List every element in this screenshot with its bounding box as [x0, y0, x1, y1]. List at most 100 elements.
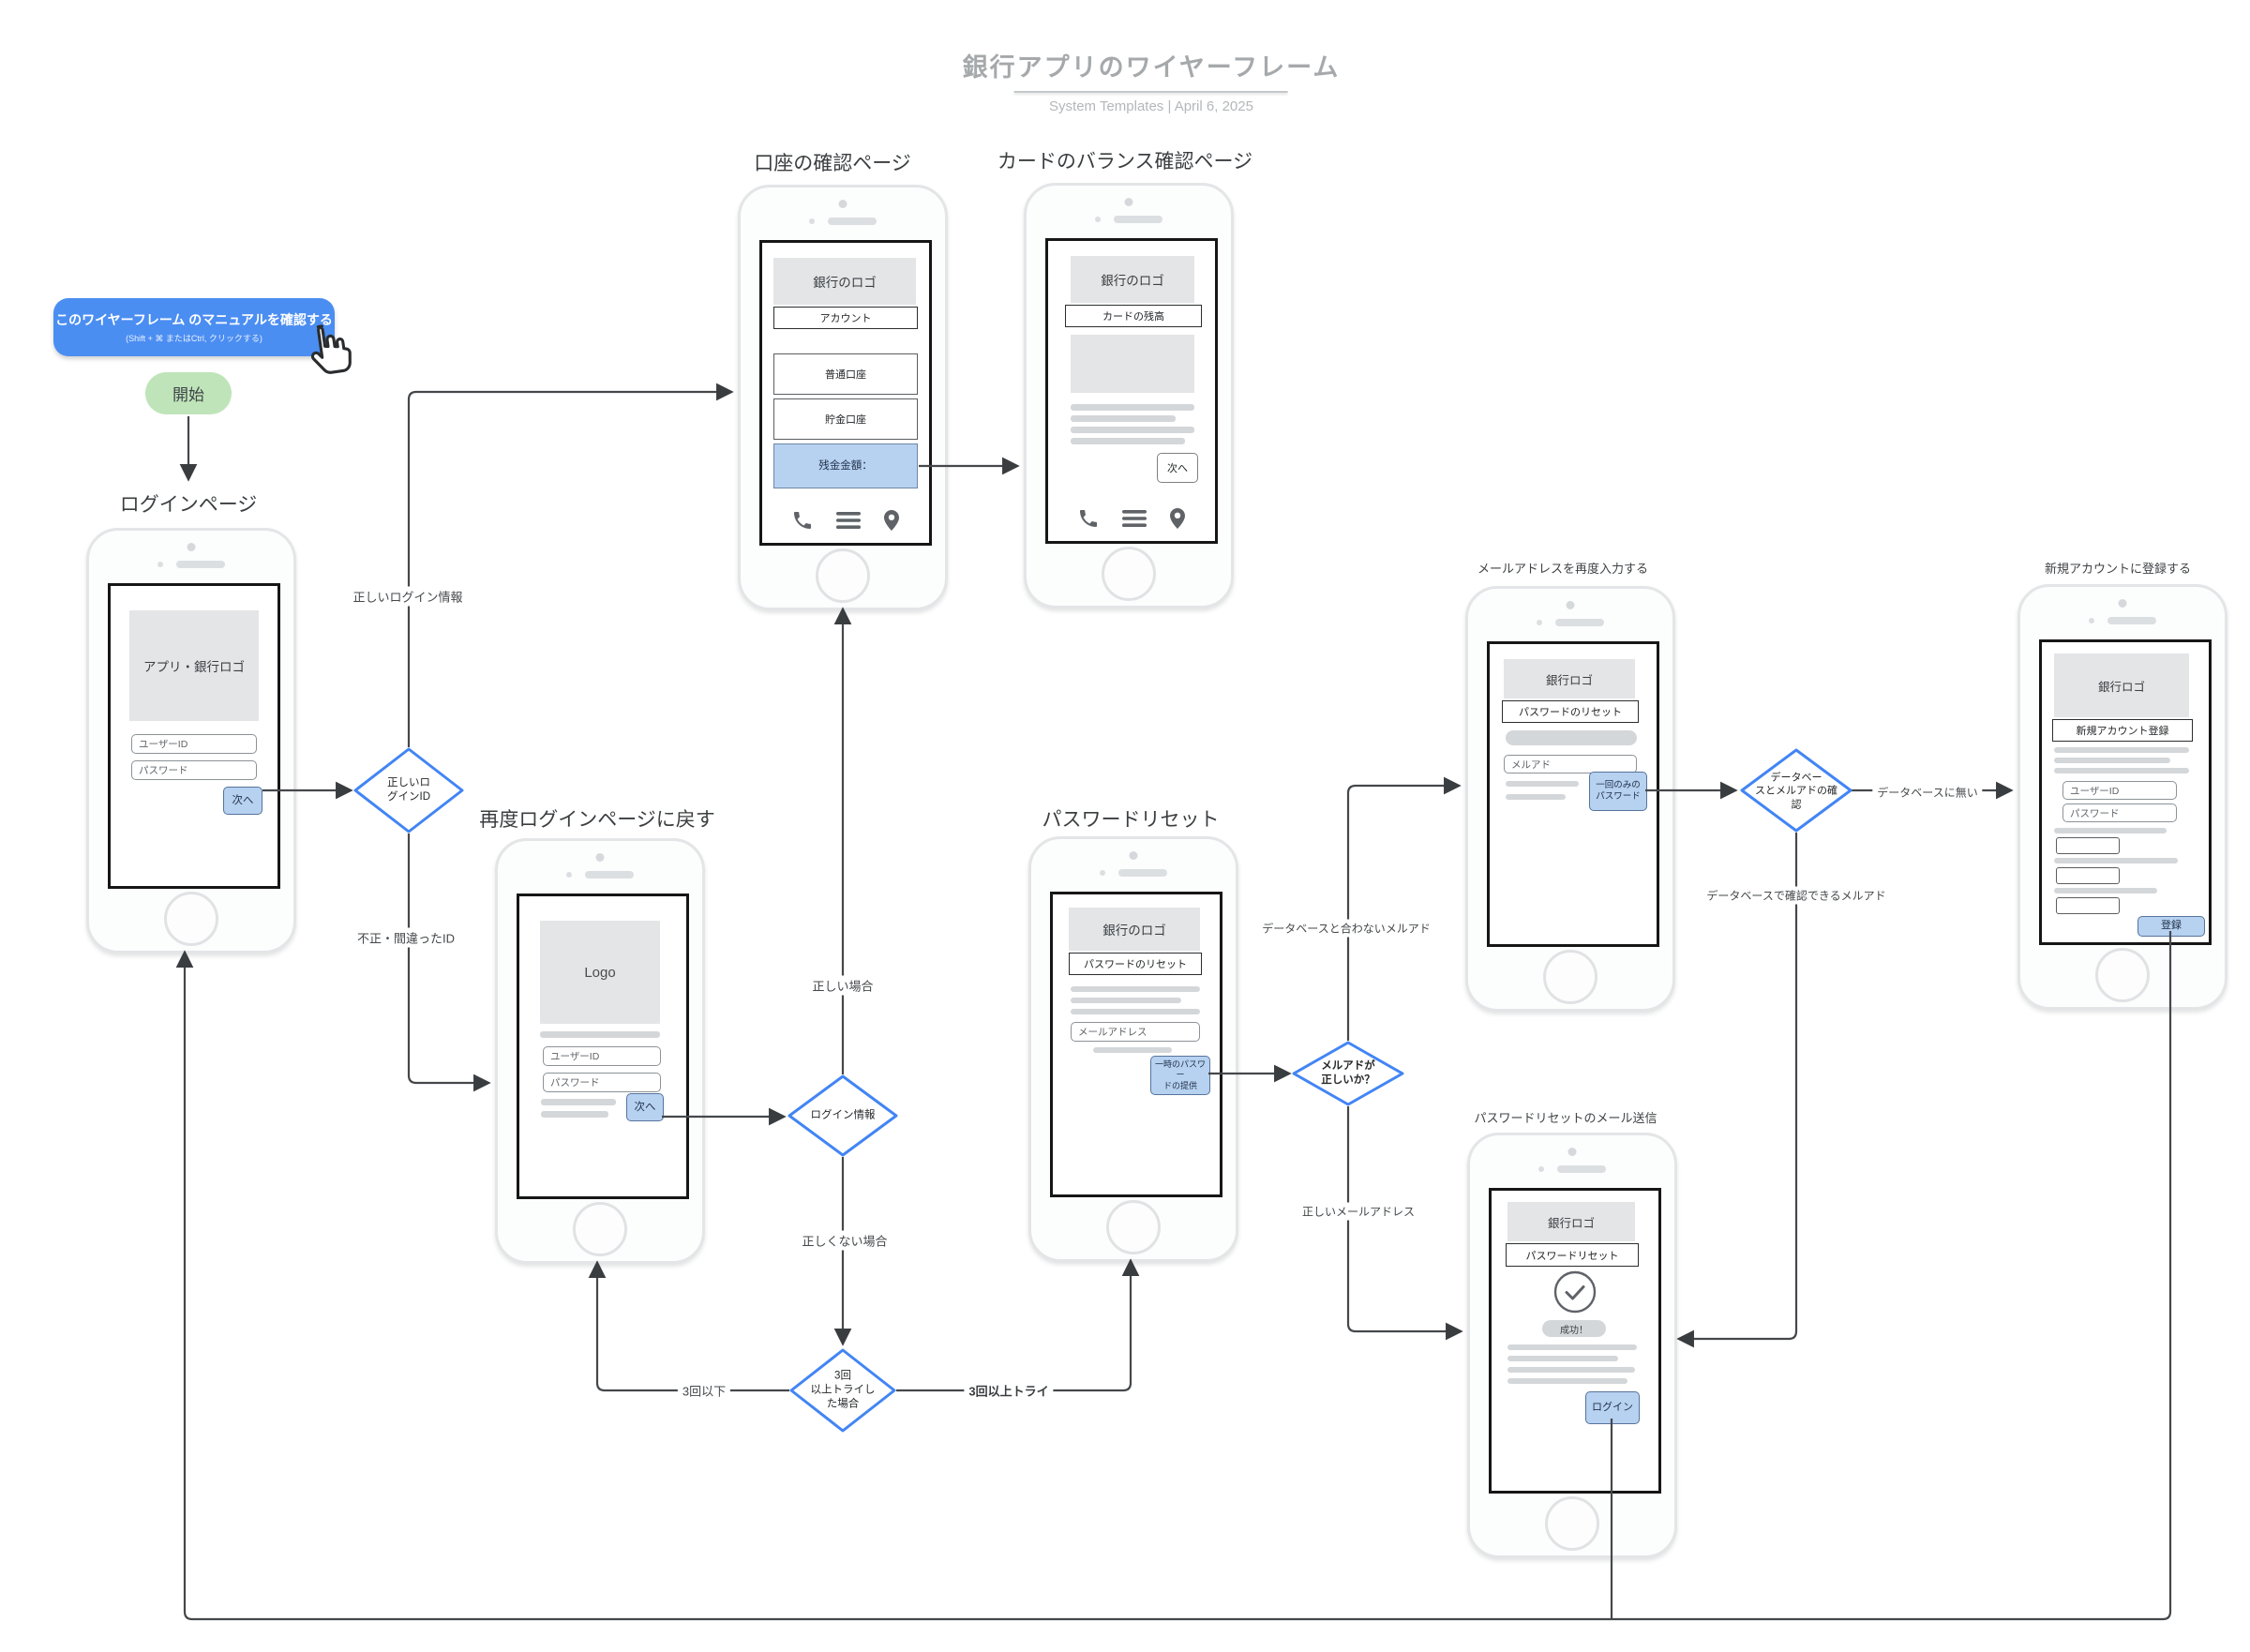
- title-success-page: パスワードリセットのメール送信: [1474, 1111, 1658, 1125]
- speaker: [1537, 619, 1604, 626]
- phone-register: 銀行ロゴ 新規アカウント登録 ユーザーID パスワード 登録: [2018, 584, 2228, 1010]
- register-section-header: 新規アカウント登録: [2052, 719, 2193, 742]
- decision-login-info-label: ログイン情報: [810, 1109, 876, 1121]
- menu-icon[interactable]: [836, 511, 861, 530]
- page-subtitle: System Templates | April 6, 2025: [1049, 98, 1253, 114]
- savings-account-item[interactable]: 貯金口座: [773, 398, 918, 440]
- email-field[interactable]: メールアドレス: [1071, 1022, 1200, 1042]
- bank-logo-placeholder: 銀行ロゴ: [1504, 659, 1635, 698]
- card-balance-header: カードの残高: [1065, 305, 1202, 327]
- home-button: [1102, 547, 1156, 601]
- temp-password-button[interactable]: 一時のパスワー ドの提供: [1150, 1056, 1210, 1095]
- placeholder-line: [2054, 768, 2189, 773]
- title-card-page: カードのバランス確認ページ: [997, 151, 1253, 173]
- relogin-screen: Logo ユーザーID パスワード 次へ: [517, 894, 689, 1199]
- decision-login-id-label: 正しいロ グインID: [387, 777, 430, 803]
- manual-link-shortcut: (Shift + ⌘ またはCtrl, クリックする): [126, 334, 262, 343]
- placeholder-line: [1506, 794, 1566, 800]
- balance-amount-button[interactable]: 残金金額：: [773, 443, 918, 488]
- location-icon[interactable]: [883, 509, 900, 532]
- register-screen: 銀行ロゴ 新規アカウント登録 ユーザーID パスワード 登録: [2039, 639, 2212, 945]
- start-node: 開始: [145, 372, 232, 414]
- title-reenter-page: メールアドレスを再度入力する: [1477, 562, 1649, 576]
- phone-relogin: Logo ユーザーID パスワード 次へ: [495, 838, 705, 1264]
- bank-logo-placeholder: 銀行のロゴ: [773, 258, 916, 305]
- camera-dot: [838, 200, 848, 208]
- speaker: [1538, 1165, 1606, 1173]
- camera-dot: [1568, 1148, 1577, 1156]
- placeholder-line: [1508, 1378, 1628, 1384]
- decision-db-check-label: データベー スとメルアドの確 認: [1755, 772, 1838, 811]
- register-button[interactable]: 登録: [2138, 916, 2205, 937]
- bank-logo-placeholder: 銀行ロゴ: [2054, 653, 2189, 717]
- placeholder-line: [1508, 1356, 1618, 1361]
- one-time-password-button[interactable]: 一回のみの パスワード: [1589, 772, 1647, 811]
- user-id-field[interactable]: ユーザーID: [2062, 781, 2177, 800]
- empty-field[interactable]: [2056, 867, 2120, 884]
- phone-icon[interactable]: [791, 509, 814, 532]
- accounts-screen: 銀行のロゴ アカウント 普通口座 貯金口座 残金金額：: [759, 240, 932, 546]
- reenter-screen: 銀行ロゴ パスワードのリセット メルアド 一回のみの パスワード: [1487, 641, 1659, 947]
- login-button[interactable]: ログイン: [1585, 1391, 1640, 1424]
- phone-success: 銀行ロゴ パスワードリセット 成功！ ログイン: [1467, 1133, 1677, 1558]
- title-underline: [1013, 91, 1288, 93]
- placeholder-line: [1071, 438, 1185, 444]
- camera-dot: [1566, 601, 1575, 609]
- placeholder-line: [541, 1111, 608, 1118]
- email-field[interactable]: メルアド: [1504, 755, 1637, 773]
- reset-section-header: パスワードのリセット: [1069, 953, 1202, 975]
- reset-section-header: パスワードのリセット: [1502, 700, 1639, 723]
- bottom-nav: [1048, 507, 1215, 530]
- phone-accounts: 銀行のロゴ アカウント 普通口座 貯金口座 残金金額：: [738, 185, 948, 610]
- placeholder-line: [2054, 828, 2167, 834]
- decision-three-tries-label: 3回 以上トライし た場合: [810, 1370, 876, 1410]
- placeholder-line: [540, 1031, 660, 1038]
- title-accounts-page: 口座の確認ページ: [754, 153, 911, 174]
- edge-correct-case: 正しい場合: [807, 975, 878, 996]
- edge-db-confirmed: データベースで確認できるメルアド: [1702, 886, 1891, 905]
- title-reset-page: パスワードリセット: [1042, 809, 1220, 831]
- bank-logo-placeholder: 銀行のロゴ: [1071, 256, 1194, 303]
- next-button[interactable]: 次へ: [223, 787, 262, 815]
- placeholder-line: [2054, 758, 2170, 763]
- bottom-nav: [762, 509, 929, 532]
- next-button[interactable]: 次へ: [1157, 453, 1198, 483]
- location-icon[interactable]: [1169, 507, 1186, 530]
- next-button[interactable]: 次へ: [626, 1093, 664, 1121]
- home-button: [2095, 948, 2150, 1002]
- content-placeholder: [1071, 335, 1194, 393]
- camera-dot: [595, 853, 605, 862]
- menu-icon[interactable]: [1122, 509, 1147, 528]
- speaker: [566, 871, 634, 879]
- doc-header: 銀行アプリのワイヤーフレーム System Templates | April …: [963, 47, 1341, 114]
- start-label: 開始: [172, 386, 204, 404]
- home-button: [573, 1202, 627, 1256]
- empty-field[interactable]: [2056, 837, 2120, 854]
- placeholder-line: [1508, 1344, 1637, 1350]
- password-field[interactable]: パスワード: [131, 760, 257, 780]
- manual-link-button[interactable]: このワイヤーフレーム のマニュアルを確認する (Shift + ⌘ またはCtr…: [53, 298, 335, 356]
- bank-logo-placeholder: 銀行のロゴ: [1069, 908, 1200, 951]
- user-id-field[interactable]: ユーザーID: [543, 1046, 661, 1066]
- edge-correct-login: 正しいログイン情報: [348, 586, 468, 607]
- logo-placeholder: Logo: [540, 921, 660, 1024]
- user-id-field[interactable]: ユーザーID: [131, 734, 257, 754]
- home-button: [164, 892, 218, 946]
- phone-reenter-email: 銀行ロゴ パスワードのリセット メルアド 一回のみの パスワード: [1465, 586, 1675, 1012]
- placeholder-line: [1093, 1047, 1172, 1053]
- home-button: [1106, 1200, 1161, 1254]
- password-field[interactable]: パスワード: [2062, 803, 2177, 822]
- edge-mail-mismatch: データベースと合わないメルアド: [1257, 919, 1435, 938]
- edge-mail-correct: 正しいメールアドレス: [1297, 1202, 1420, 1221]
- password-field[interactable]: パスワード: [543, 1073, 661, 1092]
- placeholder-line: [1071, 404, 1194, 411]
- speaker: [809, 218, 877, 225]
- check-icon: [1553, 1270, 1597, 1314]
- page-title: 銀行アプリのワイヤーフレーム: [962, 53, 1341, 82]
- empty-field[interactable]: [2056, 897, 2120, 914]
- ordinary-account-item[interactable]: 普通口座: [773, 353, 918, 395]
- phone-icon[interactable]: [1077, 507, 1100, 530]
- success-screen: 銀行ロゴ パスワードリセット 成功！ ログイン: [1489, 1188, 1661, 1494]
- camera-dot: [1129, 851, 1138, 860]
- reset-section-header: パスワードリセット: [1506, 1243, 1639, 1267]
